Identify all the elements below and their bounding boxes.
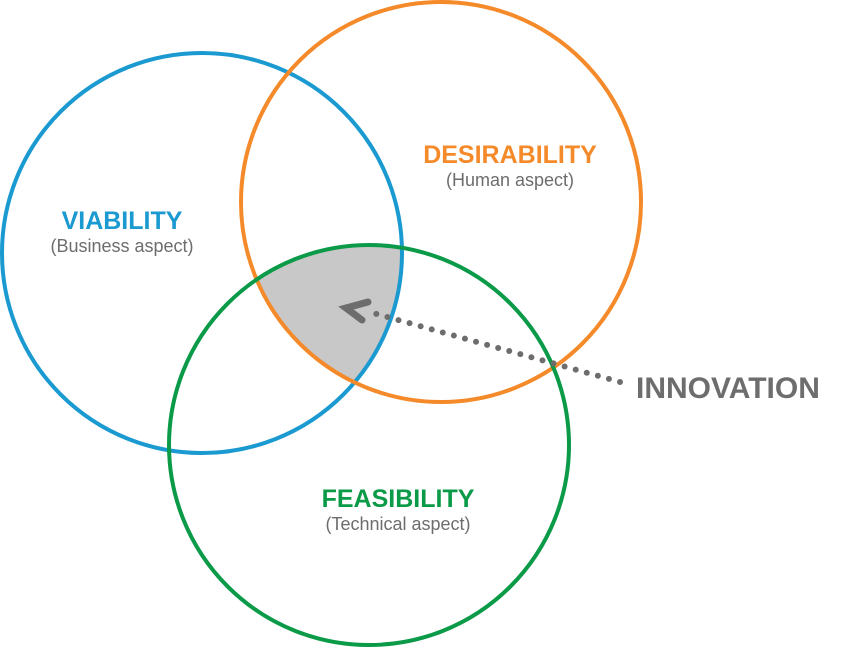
feasibility-circle [167,243,571,647]
feasibility-label: FEASIBILITY (Technical aspect) [322,485,475,535]
desirability-circle [239,0,643,404]
viability-title: VIABILITY [61,207,183,235]
viability-subtitle: (Business aspect) [50,236,194,256]
desirability-title: DESIRABILITY [423,141,597,169]
viability-label: VIABILITY (Business aspect) [50,207,193,257]
desirability-label: DESIRABILITY (Human aspect) [423,141,597,191]
innovation-label: INNOVATION [636,372,820,405]
desirability-subtitle: (Human aspect) [445,170,575,190]
viability-circle [0,51,404,455]
feasibility-subtitle: (Technical aspect) [325,514,471,534]
feasibility-title: FEASIBILITY [321,485,475,513]
innovation-dotted-arrow [363,308,623,385]
arrowhead-icon [338,298,372,324]
